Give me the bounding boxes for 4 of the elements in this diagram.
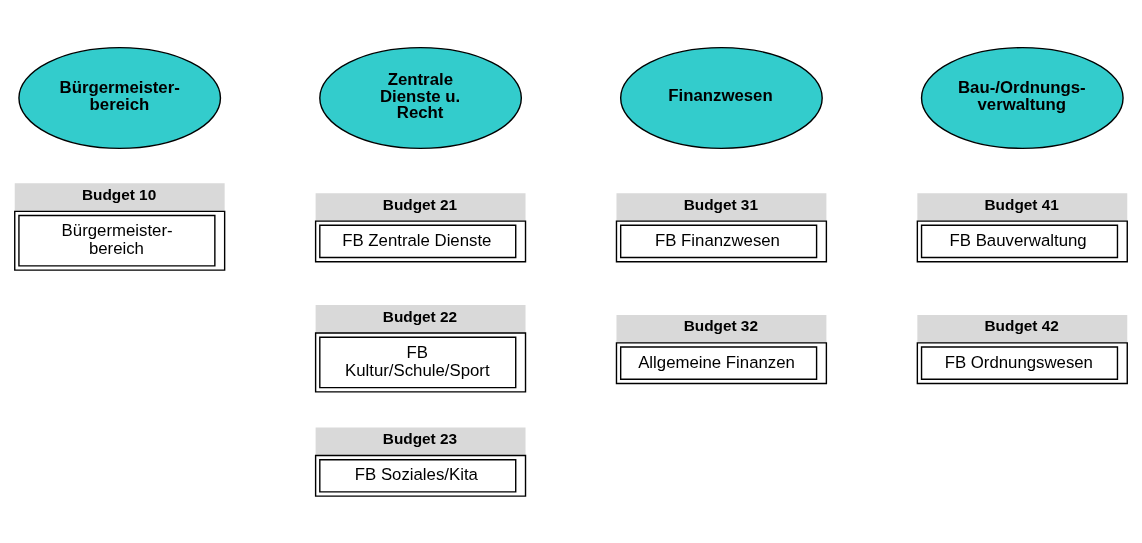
node-ellipse: Finanzwesen xyxy=(619,46,823,150)
node-ellipse: Bau-/Ordnungs- verwaltung xyxy=(920,46,1124,150)
node-ellipse: Bürgermeister- bereich xyxy=(18,46,222,150)
node-ellipse: Zentrale Dienste u. Recht xyxy=(319,46,523,150)
